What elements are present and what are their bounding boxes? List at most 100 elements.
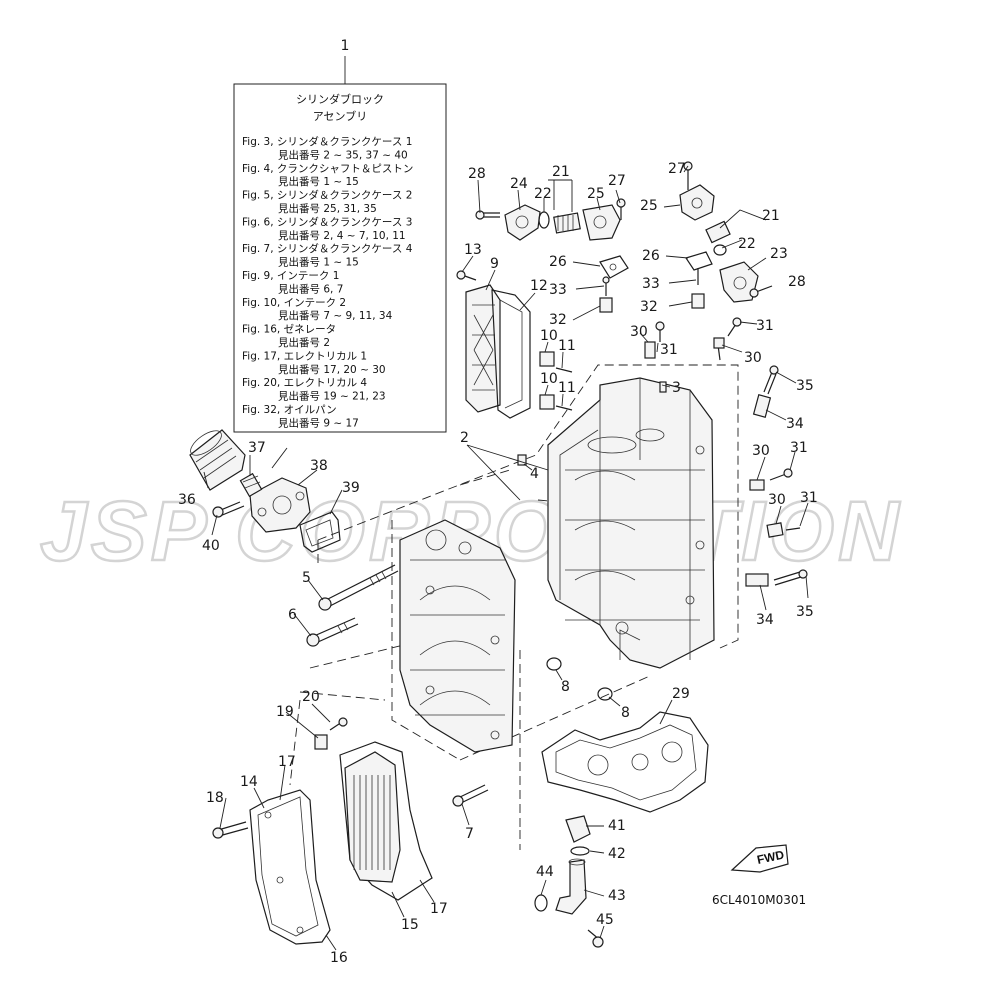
diagram-code: 6CL4010M0301	[712, 893, 806, 907]
bolt-11b	[555, 405, 573, 411]
callout-22a: 22	[534, 186, 552, 202]
o-ring-42	[570, 846, 590, 856]
bolt-6	[306, 617, 359, 647]
callout-10a: 10	[540, 328, 558, 344]
collar-10b	[539, 394, 555, 410]
legend-fig-line: Fig. 7, シリンダ＆クランクケース 4	[242, 242, 413, 255]
callout-28b: 28	[788, 274, 806, 290]
sensor-30a	[644, 341, 656, 359]
side-cover-9	[465, 284, 501, 413]
legend-fig-line: Fig. 6, シリンダ＆クランクケース 3	[242, 215, 412, 228]
leader-lines	[203, 165, 809, 951]
o-ring-8b	[597, 687, 613, 701]
legend-fig-line: Fig. 17, エレクトリカル 1	[242, 350, 367, 362]
legend-ref-line: 見出番号 9 ~ 17	[278, 416, 359, 429]
filter-bracket-38	[249, 477, 311, 533]
thermostat-housing-25a	[582, 204, 621, 241]
screw-33a	[602, 276, 610, 296]
thermostat-cover-24	[504, 204, 541, 241]
dowel-3	[659, 381, 667, 393]
gasket-29	[541, 711, 709, 813]
fwd-label: FWD	[756, 847, 786, 866]
thermostat-21b	[705, 220, 731, 244]
bolt-35b	[773, 569, 808, 586]
callout-31d: 31	[800, 490, 818, 506]
legend-ref-line: 見出番号 25, 31, 35	[278, 202, 377, 215]
legend-fig-line: Fig. 16, ゼネレータ	[242, 324, 336, 336]
legend-ref-line: 見出番号 1 ~ 15	[278, 256, 359, 269]
callout-13: 13	[464, 242, 482, 258]
legend-fig-line: Fig. 20, エレクトリカル 4	[242, 377, 367, 389]
legend-ref-line: 見出番号 2, 4 ~ 7, 10, 11	[278, 229, 406, 242]
housing-25b	[679, 184, 715, 221]
legend-title-line1: シリンダブロック	[296, 92, 384, 106]
callout-34a: 34	[786, 416, 804, 432]
bolt-7	[452, 784, 489, 807]
callout-32a: 32	[549, 312, 567, 328]
cover-23	[719, 261, 759, 303]
callout-31c: 31	[790, 440, 808, 456]
legend-title-line2: アセンブリ	[313, 109, 367, 123]
legend-ref-line: 見出番号 6, 7	[278, 282, 343, 295]
gasket-22b	[713, 244, 727, 256]
sleeve-32a	[599, 297, 613, 313]
sensor-30b	[713, 337, 725, 361]
crankcase	[399, 519, 516, 753]
callout-30c: 30	[752, 443, 770, 459]
callout-27a: 27	[608, 173, 626, 189]
callout-8a: 8	[561, 679, 570, 695]
cylinder-block	[547, 377, 715, 669]
callout-31b: 31	[756, 318, 774, 334]
sensor-30c	[749, 479, 765, 491]
nipple-37	[239, 472, 263, 498]
legend-box: 1 シリンダブロック アセンブリ Fig. 3, シリンダ＆クランクケース 1見…	[233, 38, 447, 433]
callout-33b: 33	[642, 276, 660, 292]
callout-34b: 34	[756, 612, 774, 628]
gasket-22a	[538, 211, 550, 229]
callout-30a: 30	[630, 324, 648, 340]
callout-22b: 22	[738, 236, 756, 252]
callout-43: 43	[608, 888, 626, 904]
gasket-39	[299, 511, 341, 553]
clamp-19	[314, 734, 328, 750]
gasket-12	[491, 289, 531, 419]
legend-ref-line: 見出番号 17, 20 ~ 30	[278, 363, 386, 376]
callout-35a: 35	[796, 378, 814, 394]
legend-ref-line: 見出番号 2 ~ 35, 37 ~ 40	[278, 148, 408, 161]
callout-42: 42	[608, 846, 626, 862]
callout-41: 41	[608, 818, 626, 834]
callout-31a: 31	[660, 342, 678, 358]
bolt-35a	[763, 365, 779, 395]
bolt-11a	[555, 367, 573, 373]
bolt-31a	[655, 321, 665, 342]
sleeve-34a	[752, 394, 772, 418]
callout-20: 20	[302, 689, 320, 705]
bolt-31b	[727, 317, 742, 337]
legend-ref-line: 見出番号 19 ~ 21, 23	[278, 390, 386, 403]
callout-35b: 35	[796, 604, 814, 620]
callout-17a: 17	[278, 754, 296, 770]
callout-14: 14	[240, 774, 258, 790]
sensor-30d	[766, 522, 784, 538]
callout-27b: 27	[668, 161, 686, 177]
oil-pipe-43	[555, 858, 587, 915]
callout-30b: 30	[744, 350, 762, 366]
callout-25a: 25	[587, 186, 605, 202]
collar-10a	[539, 351, 555, 367]
callout-33a: 33	[549, 282, 567, 298]
sleeve-32b	[691, 293, 705, 309]
callout-25b: 25	[640, 198, 658, 214]
bolt-13	[456, 270, 477, 281]
bolt-20	[329, 717, 348, 731]
legend-fig-line: Fig. 32, オイルパン	[242, 404, 337, 416]
legend-fig-line: Fig. 9, インテーク 1	[242, 270, 339, 282]
dowel-4	[517, 454, 527, 466]
callout-21a: 21	[552, 164, 570, 180]
legend-fig-line: Fig. 10, インテーク 2	[242, 297, 346, 309]
callout-26b: 26	[642, 248, 660, 264]
bolt-31d	[785, 527, 801, 531]
callout-36: 36	[178, 492, 196, 508]
callout-28a: 28	[468, 166, 486, 182]
